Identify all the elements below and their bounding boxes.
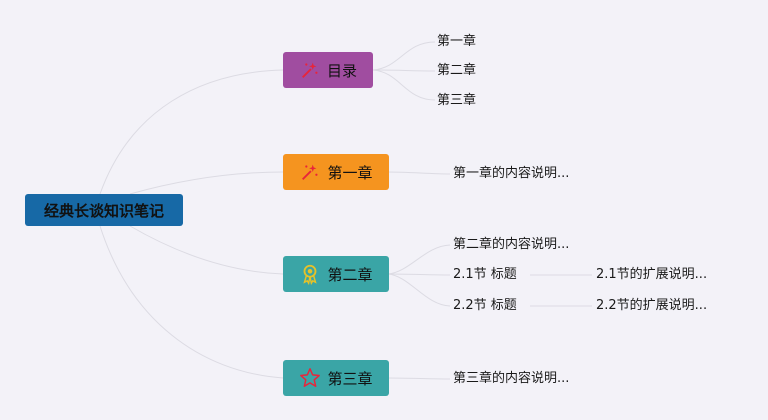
root-topic[interactable]: 经典长谈知识笔记	[25, 194, 183, 226]
connector-root-topic-3	[129, 225, 284, 275]
connector-t3-c3	[387, 273, 451, 307]
leaf-chapter-2-desc[interactable]: 第二章的内容说明...	[453, 237, 570, 252]
connector-root-topic-4	[99, 225, 284, 379]
sparkle-icon	[302, 164, 319, 180]
connector-t1-c2	[372, 69, 436, 72]
leaf-section-2-1[interactable]: 2.1节 标题	[453, 267, 517, 282]
leaf-catalog-1[interactable]: 第一章	[437, 34, 477, 49]
topic-chapter-1[interactable]: 第一章	[283, 154, 389, 190]
connector-t2-c1	[387, 171, 451, 175]
connector-t1-c1	[372, 41, 436, 71]
star-icon	[300, 368, 321, 387]
topic-chapter-2-label: 第二章	[327, 265, 373, 284]
topic-chapter-1-label: 第一章	[327, 163, 373, 182]
topic-chapter-3[interactable]: 第三章	[283, 360, 389, 396]
connector-t3-c1	[387, 244, 451, 275]
connector-t4-c1	[387, 377, 451, 380]
topic-chapter-2[interactable]: 第二章	[283, 256, 389, 292]
topic-catalog[interactable]: 目录	[283, 52, 373, 88]
topic-catalog-label: 目录	[326, 61, 357, 80]
sparkle-icon	[302, 62, 318, 78]
topic-chapter-3-label: 第三章	[327, 369, 373, 388]
leaf-section-2-2-ext[interactable]: 2.2节的扩展说明...	[596, 298, 708, 313]
leaf-chapter-3-desc[interactable]: 第三章的内容说明...	[453, 371, 570, 386]
connector-root-topic-1	[99, 69, 284, 195]
leaf-section-2-1-ext[interactable]: 2.1节的扩展说明...	[596, 267, 708, 282]
leaf-section-2-2[interactable]: 2.2节 标题	[453, 298, 517, 313]
leaf-catalog-2[interactable]: 第二章	[437, 63, 477, 78]
connector-root-topic-2	[129, 171, 284, 195]
leaf-chapter-1-desc[interactable]: 第一章的内容说明...	[453, 166, 570, 181]
connector-t3-c2	[387, 273, 451, 276]
root-topic-label: 经典长谈知识笔记	[43, 201, 164, 220]
connector-t1-c3	[372, 69, 436, 101]
award-ribbon-icon	[303, 264, 318, 285]
leaf-catalog-3[interactable]: 第三章	[437, 93, 477, 108]
